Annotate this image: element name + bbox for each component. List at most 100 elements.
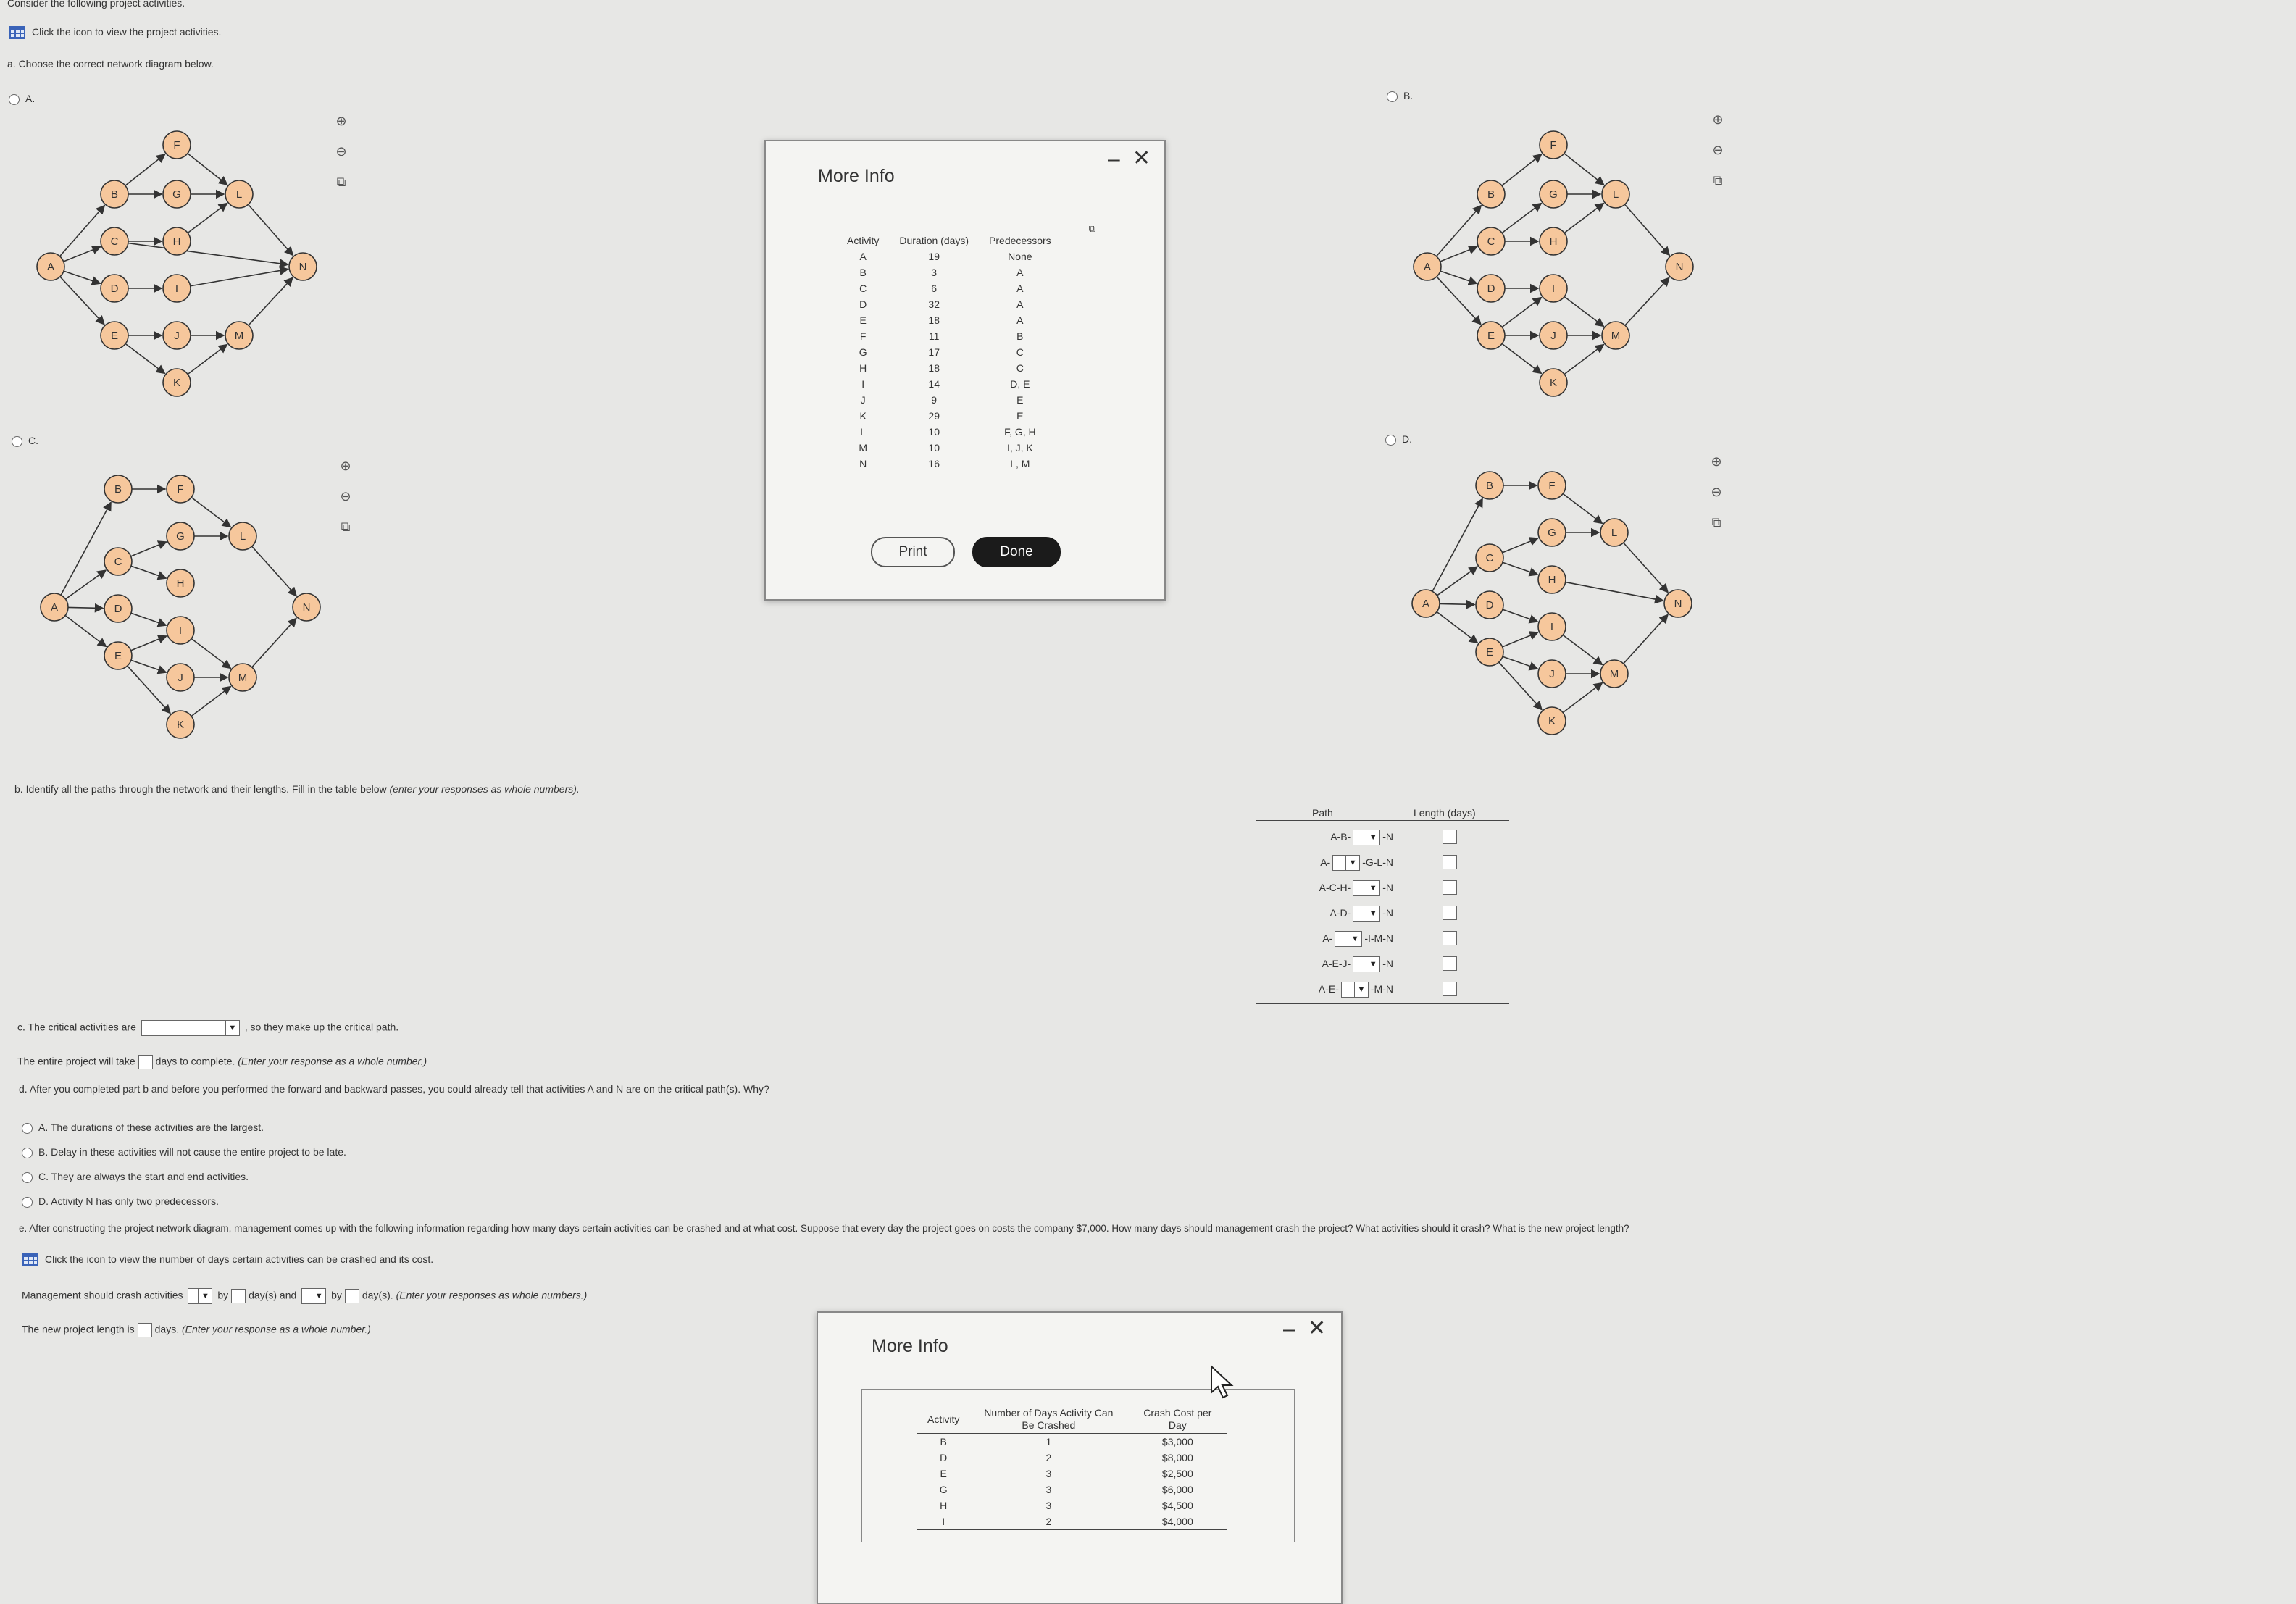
table-icon[interactable] [22, 1253, 38, 1267]
dropdown-arrow-icon[interactable]: ▼ [312, 1289, 325, 1303]
radio-icon[interactable] [22, 1171, 33, 1183]
node-label: F [173, 139, 180, 151]
node-e: E [1475, 638, 1504, 667]
table-cell: $4,000 [1127, 1513, 1228, 1530]
zoom-out-icon[interactable]: ⊖ [1712, 143, 1724, 157]
crash-activity-1-dropdown[interactable]: ▼ [188, 1288, 213, 1304]
open-new-window-icon[interactable]: ⧉ [341, 519, 351, 534]
radio-icon[interactable] [9, 93, 20, 105]
zoom-in-icon[interactable]: ⊕ [335, 114, 347, 128]
zoom-out-icon[interactable]: ⊖ [1711, 485, 1722, 499]
node-label: K [1550, 377, 1557, 389]
path-activity-dropdown[interactable]: ▼ [1353, 906, 1381, 922]
view-activities-link[interactable]: Click the icon to view the project activ… [9, 26, 221, 40]
open-new-window-icon[interactable]: ⧉ [1713, 173, 1723, 188]
radio-icon[interactable] [12, 435, 22, 447]
radio-icon[interactable] [22, 1122, 33, 1134]
dropdown-arrow-icon[interactable]: ▼ [1353, 982, 1368, 998]
path-activity-dropdown[interactable]: ▼ [1353, 830, 1381, 846]
path-length-input[interactable] [1443, 880, 1457, 895]
path-activity-dropdown[interactable]: ▼ [1353, 880, 1381, 897]
radio-icon[interactable] [22, 1196, 33, 1208]
copy-icon[interactable]: ⧉ [1088, 223, 1095, 234]
path-length-input[interactable] [1443, 855, 1457, 869]
dropdown-arrow-icon[interactable]: ▼ [1366, 830, 1379, 845]
open-new-window-icon[interactable]: ⧉ [336, 175, 346, 189]
path-activity-dropdown[interactable]: ▼ [1353, 956, 1381, 973]
option-b-radio[interactable]: B. [1387, 90, 1413, 102]
node-l: L [1600, 518, 1629, 547]
table-cell: I [917, 1513, 970, 1530]
table-cell: E [940, 1468, 947, 1479]
node-a: A [1411, 589, 1440, 618]
part-d-option-a[interactable]: A. The durations of these activities are… [22, 1121, 264, 1134]
radio-icon[interactable] [1385, 434, 1396, 446]
node-circle [104, 475, 133, 504]
part-d-question: d. After you completed part b and before… [19, 1083, 769, 1095]
option-c-radio[interactable]: C. [12, 435, 38, 447]
more-info-dialog-activities: More Info – ✕ ⧉ Activity Duration (days)… [764, 140, 1166, 601]
dropdown-arrow-icon[interactable]: ▼ [1348, 932, 1361, 947]
radio-icon[interactable] [22, 1147, 33, 1158]
path-length-input[interactable] [1443, 906, 1457, 920]
table-cell: K [859, 410, 867, 422]
table-cell: 1 [1045, 1436, 1052, 1448]
option-d-radio[interactable]: D. [1385, 433, 1412, 446]
part-d-option-d[interactable]: D. Activity N has only two predecessors. [22, 1195, 219, 1208]
node-a: A [40, 593, 69, 622]
zoom-out-icon[interactable]: ⊖ [335, 144, 347, 159]
view-crash-link[interactable]: Click the icon to view the number of day… [22, 1253, 433, 1267]
table-cell: C [859, 283, 867, 294]
table-icon[interactable] [9, 26, 25, 40]
node-l: L [225, 180, 254, 209]
dropdown-arrow-icon[interactable]: ▼ [1345, 856, 1359, 871]
path-length-input[interactable] [1443, 830, 1457, 844]
done-button[interactable]: Done [972, 537, 1061, 567]
crash-days-2-input[interactable] [344, 1289, 359, 1303]
path-prefix: A-C-H- [1319, 882, 1351, 893]
dropdown-arrow-icon[interactable]: ▼ [1366, 957, 1379, 972]
path-activity-dropdown[interactable]: ▼ [1340, 982, 1369, 998]
dropdown-arrow-icon[interactable]: ▼ [1366, 881, 1379, 896]
dropdown-arrow-icon[interactable]: ▼ [225, 1021, 239, 1035]
total-days-input[interactable] [138, 1055, 153, 1069]
dropdown-arrow-icon[interactable]: ▼ [198, 1289, 212, 1303]
open-new-window-icon[interactable]: ⧉ [1711, 515, 1721, 530]
node-label: J [178, 672, 183, 684]
print-button[interactable]: Print [871, 537, 955, 567]
node-circle [1600, 659, 1629, 688]
crash-days-1-input[interactable] [231, 1289, 246, 1303]
path-activity-dropdown[interactable]: ▼ [1332, 855, 1361, 872]
col-activity: Activity [837, 233, 890, 248]
close-icon[interactable]: ✕ [1308, 1316, 1327, 1340]
zoom-out-icon[interactable]: ⊖ [340, 489, 351, 504]
part-d-option-b[interactable]: B. Delay in these activities will not ca… [22, 1146, 346, 1158]
node-label: J [1549, 668, 1555, 680]
path-length-input[interactable] [1443, 982, 1457, 996]
path-length-input[interactable] [1443, 931, 1457, 945]
node-circle [100, 321, 129, 350]
part-d-option-c[interactable]: C. They are always the start and end act… [22, 1171, 249, 1183]
zoom-in-icon[interactable]: ⊕ [340, 459, 351, 473]
crash-activity-2-dropdown[interactable]: ▼ [301, 1288, 327, 1304]
node-label: K [1548, 715, 1556, 727]
minimize-icon[interactable]: – [1283, 1317, 1295, 1341]
edge-c-h [130, 565, 167, 580]
zoom-in-icon[interactable]: ⊕ [1712, 112, 1724, 127]
close-icon[interactable]: ✕ [1132, 146, 1151, 170]
zoom-in-icon[interactable]: ⊕ [1711, 454, 1722, 469]
edge-a-b [1435, 204, 1482, 257]
option-a-radio[interactable]: A. [9, 93, 35, 105]
table-cell: I [861, 378, 865, 390]
path-length-input[interactable] [1443, 956, 1457, 971]
minimize-icon[interactable]: – [1108, 147, 1120, 171]
critical-activities-dropdown[interactable]: ▼ [141, 1020, 240, 1036]
radio-icon[interactable] [1387, 91, 1398, 102]
total-suffix: days to complete. [155, 1055, 235, 1067]
dropdown-arrow-icon[interactable]: ▼ [1366, 906, 1379, 922]
edge-a-c [63, 245, 101, 262]
new-length-input[interactable] [137, 1323, 152, 1337]
path-activity-dropdown[interactable]: ▼ [1335, 931, 1363, 948]
